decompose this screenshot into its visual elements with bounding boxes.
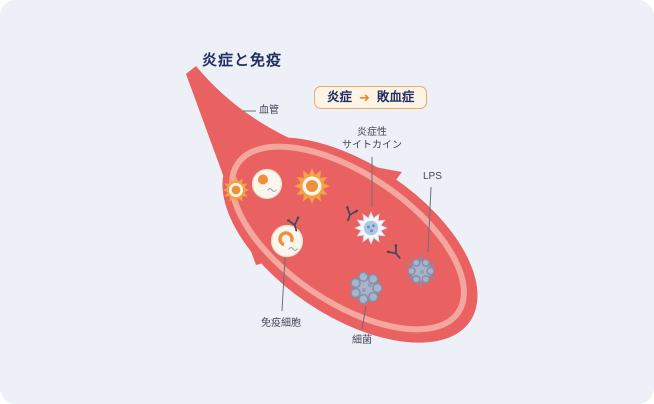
immune-label-line	[281, 257, 286, 312]
immune-cell-icon	[270, 224, 304, 258]
bacteria-label: 細菌	[352, 335, 372, 346]
lps-bacteria-icon	[406, 254, 436, 288]
vessel-lumen-ring	[229, 143, 467, 333]
lps-label-line	[427, 186, 432, 253]
vessel-label: 血管	[259, 105, 279, 116]
flow-to-label: 敗血症	[376, 90, 415, 105]
page-title: 炎症と免疫	[202, 52, 283, 69]
flow-arrow-icon: ➜	[359, 90, 370, 105]
macrophage-cell-icon	[222, 176, 250, 204]
cytokine-label: 炎症性 サイトカイン	[342, 127, 402, 151]
flow-from-label: 炎症	[327, 90, 353, 105]
cytokine-cell-icon	[354, 211, 388, 245]
lps-label: LPS	[423, 171, 442, 182]
vessel-end	[222, 137, 478, 343]
blood-vessel	[186, 66, 478, 343]
bacteria-label-line	[361, 305, 367, 330]
bacteria-icon	[350, 271, 383, 305]
immune-cell-label: 免疫細胞	[261, 318, 301, 329]
macrophage-cell-icon	[294, 168, 330, 204]
immune-cell-icon	[251, 168, 283, 200]
inflammation-sepsis-box: 炎症 ➜ 敗血症	[314, 86, 428, 109]
